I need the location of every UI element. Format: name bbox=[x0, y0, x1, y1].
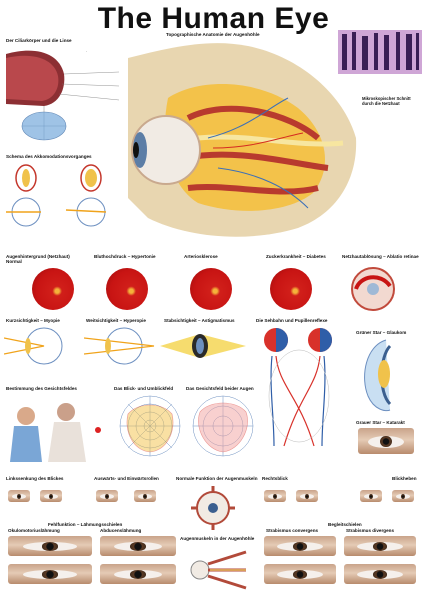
strabismus-heading: Begleitschielen bbox=[328, 522, 362, 527]
myopia-diagram bbox=[4, 327, 63, 365]
oculomotor-photo-2 bbox=[8, 564, 92, 584]
orbit-muscles-diagram bbox=[190, 550, 247, 590]
right-gaze-heading: Rechtsblick bbox=[262, 476, 288, 481]
visual-pathway-diagram bbox=[264, 328, 332, 447]
glaucoma-heading: Grüner Star – Glaukom bbox=[356, 330, 407, 335]
gaze-up-eye-1 bbox=[360, 490, 382, 502]
rotation-eye-1 bbox=[96, 490, 118, 502]
fundus-hypertonia-image bbox=[106, 268, 148, 310]
convergens-photo-2 bbox=[264, 564, 336, 584]
both-eyes-field-heading: Das Gesichtsfeld beider Augen bbox=[186, 386, 254, 391]
myopia-heading: Kurzsichtigkeit – Myopie bbox=[6, 318, 60, 323]
ciliary-heading: Der Ciliarkörper und die Linse bbox=[6, 38, 72, 43]
divergens-heading: Strabismus divergens bbox=[346, 528, 394, 533]
hyperopia-heading: Weitsichtigkeit – Hyperopie bbox=[86, 318, 146, 323]
visual-field-photo bbox=[8, 392, 108, 462]
ciliary-body-illustration bbox=[6, 50, 120, 141]
rotation-eye-2 bbox=[134, 490, 156, 502]
page-title: The Human Eye bbox=[97, 2, 330, 35]
convergens-heading: Strabismus convergens bbox=[266, 528, 319, 533]
fundus-arteriosclerosis-image bbox=[190, 268, 232, 310]
visual-field-heading: Bestimmung des Gesichtsfeldes bbox=[6, 386, 77, 391]
astigmatism-diagram bbox=[160, 334, 246, 358]
divergens-photo-1 bbox=[344, 536, 416, 556]
fundus-diabetes-image bbox=[270, 268, 312, 310]
visual-pathway-heading: Die Sehbahn und Pupillenreflexe bbox=[256, 318, 328, 323]
accommodation-diagram bbox=[6, 164, 107, 227]
diabetes-heading: Zuckerkrankheit – Diabetes bbox=[266, 254, 326, 259]
left-gaze-eye-2 bbox=[40, 490, 62, 502]
both-eyes-field-diagram bbox=[192, 395, 254, 457]
gaze-field-heading: Das Blick- und Umblickfeld bbox=[114, 386, 174, 391]
oculomotor-heading: Okulomotoriuslähmung bbox=[8, 528, 60, 533]
gaze-up-heading: Blickheben bbox=[392, 476, 417, 481]
retinal-detachment-image bbox=[351, 267, 395, 311]
muscle-function-diagram bbox=[191, 486, 235, 530]
right-gaze-eye-2 bbox=[296, 490, 318, 502]
hyperopia-diagram bbox=[84, 327, 155, 365]
cataract-photo bbox=[358, 428, 414, 454]
gaze-field-diagram bbox=[119, 395, 181, 457]
divergens-photo-2 bbox=[344, 564, 416, 584]
fundus-normal-heading: Augenhintergrund (Netzhaut) Normal bbox=[6, 254, 70, 265]
paralysis-heading: Fehlfunktion – Lähmungsschielen bbox=[48, 522, 123, 527]
retinal-detachment-heading: Netzhautablösung – Ablatio retinae bbox=[342, 254, 419, 259]
cataract-heading: Grauer Star – Katarakt bbox=[356, 420, 405, 425]
accommodation-heading: Schema des Akkomodationsvorganges bbox=[6, 154, 92, 159]
astigmatism-heading: Stabsichtigkeit – Astigmatismus bbox=[164, 318, 235, 323]
glaucoma-diagram bbox=[364, 339, 392, 412]
orbit-anatomy-illustration bbox=[128, 43, 357, 237]
abducens-photo-1 bbox=[100, 536, 176, 556]
hypertonia-heading: Bluthochdruck – Hypertonie bbox=[94, 254, 156, 259]
abducens-heading: Abducenslähmung bbox=[100, 528, 142, 533]
left-gaze-heading: Linkssenkung des Blickes bbox=[6, 476, 64, 481]
arteriosclerosis-heading: Arteriosklerose bbox=[184, 254, 218, 259]
right-gaze-eye-1 bbox=[264, 490, 286, 502]
topographic-heading: Topographische Anatomie der Augenhöhle bbox=[166, 32, 260, 37]
retina-micrograph bbox=[338, 30, 422, 74]
convergens-photo-1 bbox=[264, 536, 336, 556]
left-gaze-eye-1 bbox=[8, 490, 30, 502]
gaze-up-eye-2 bbox=[392, 490, 414, 502]
orbit-muscles-heading: Augenmuskeln in der Augenhöhle bbox=[180, 536, 255, 541]
rotation-heading: Auswärts- und Einwärtsrollen bbox=[94, 476, 159, 481]
oculomotor-photo-1 bbox=[8, 536, 92, 556]
fundus-normal-image bbox=[32, 268, 74, 310]
muscle-function-heading: Normale Funktion der Augenmuskeln bbox=[176, 476, 258, 481]
abducens-photo-2 bbox=[100, 564, 176, 584]
microscopic-heading: Mikroskopischer Schnitt durch die Netzha… bbox=[362, 96, 411, 106]
